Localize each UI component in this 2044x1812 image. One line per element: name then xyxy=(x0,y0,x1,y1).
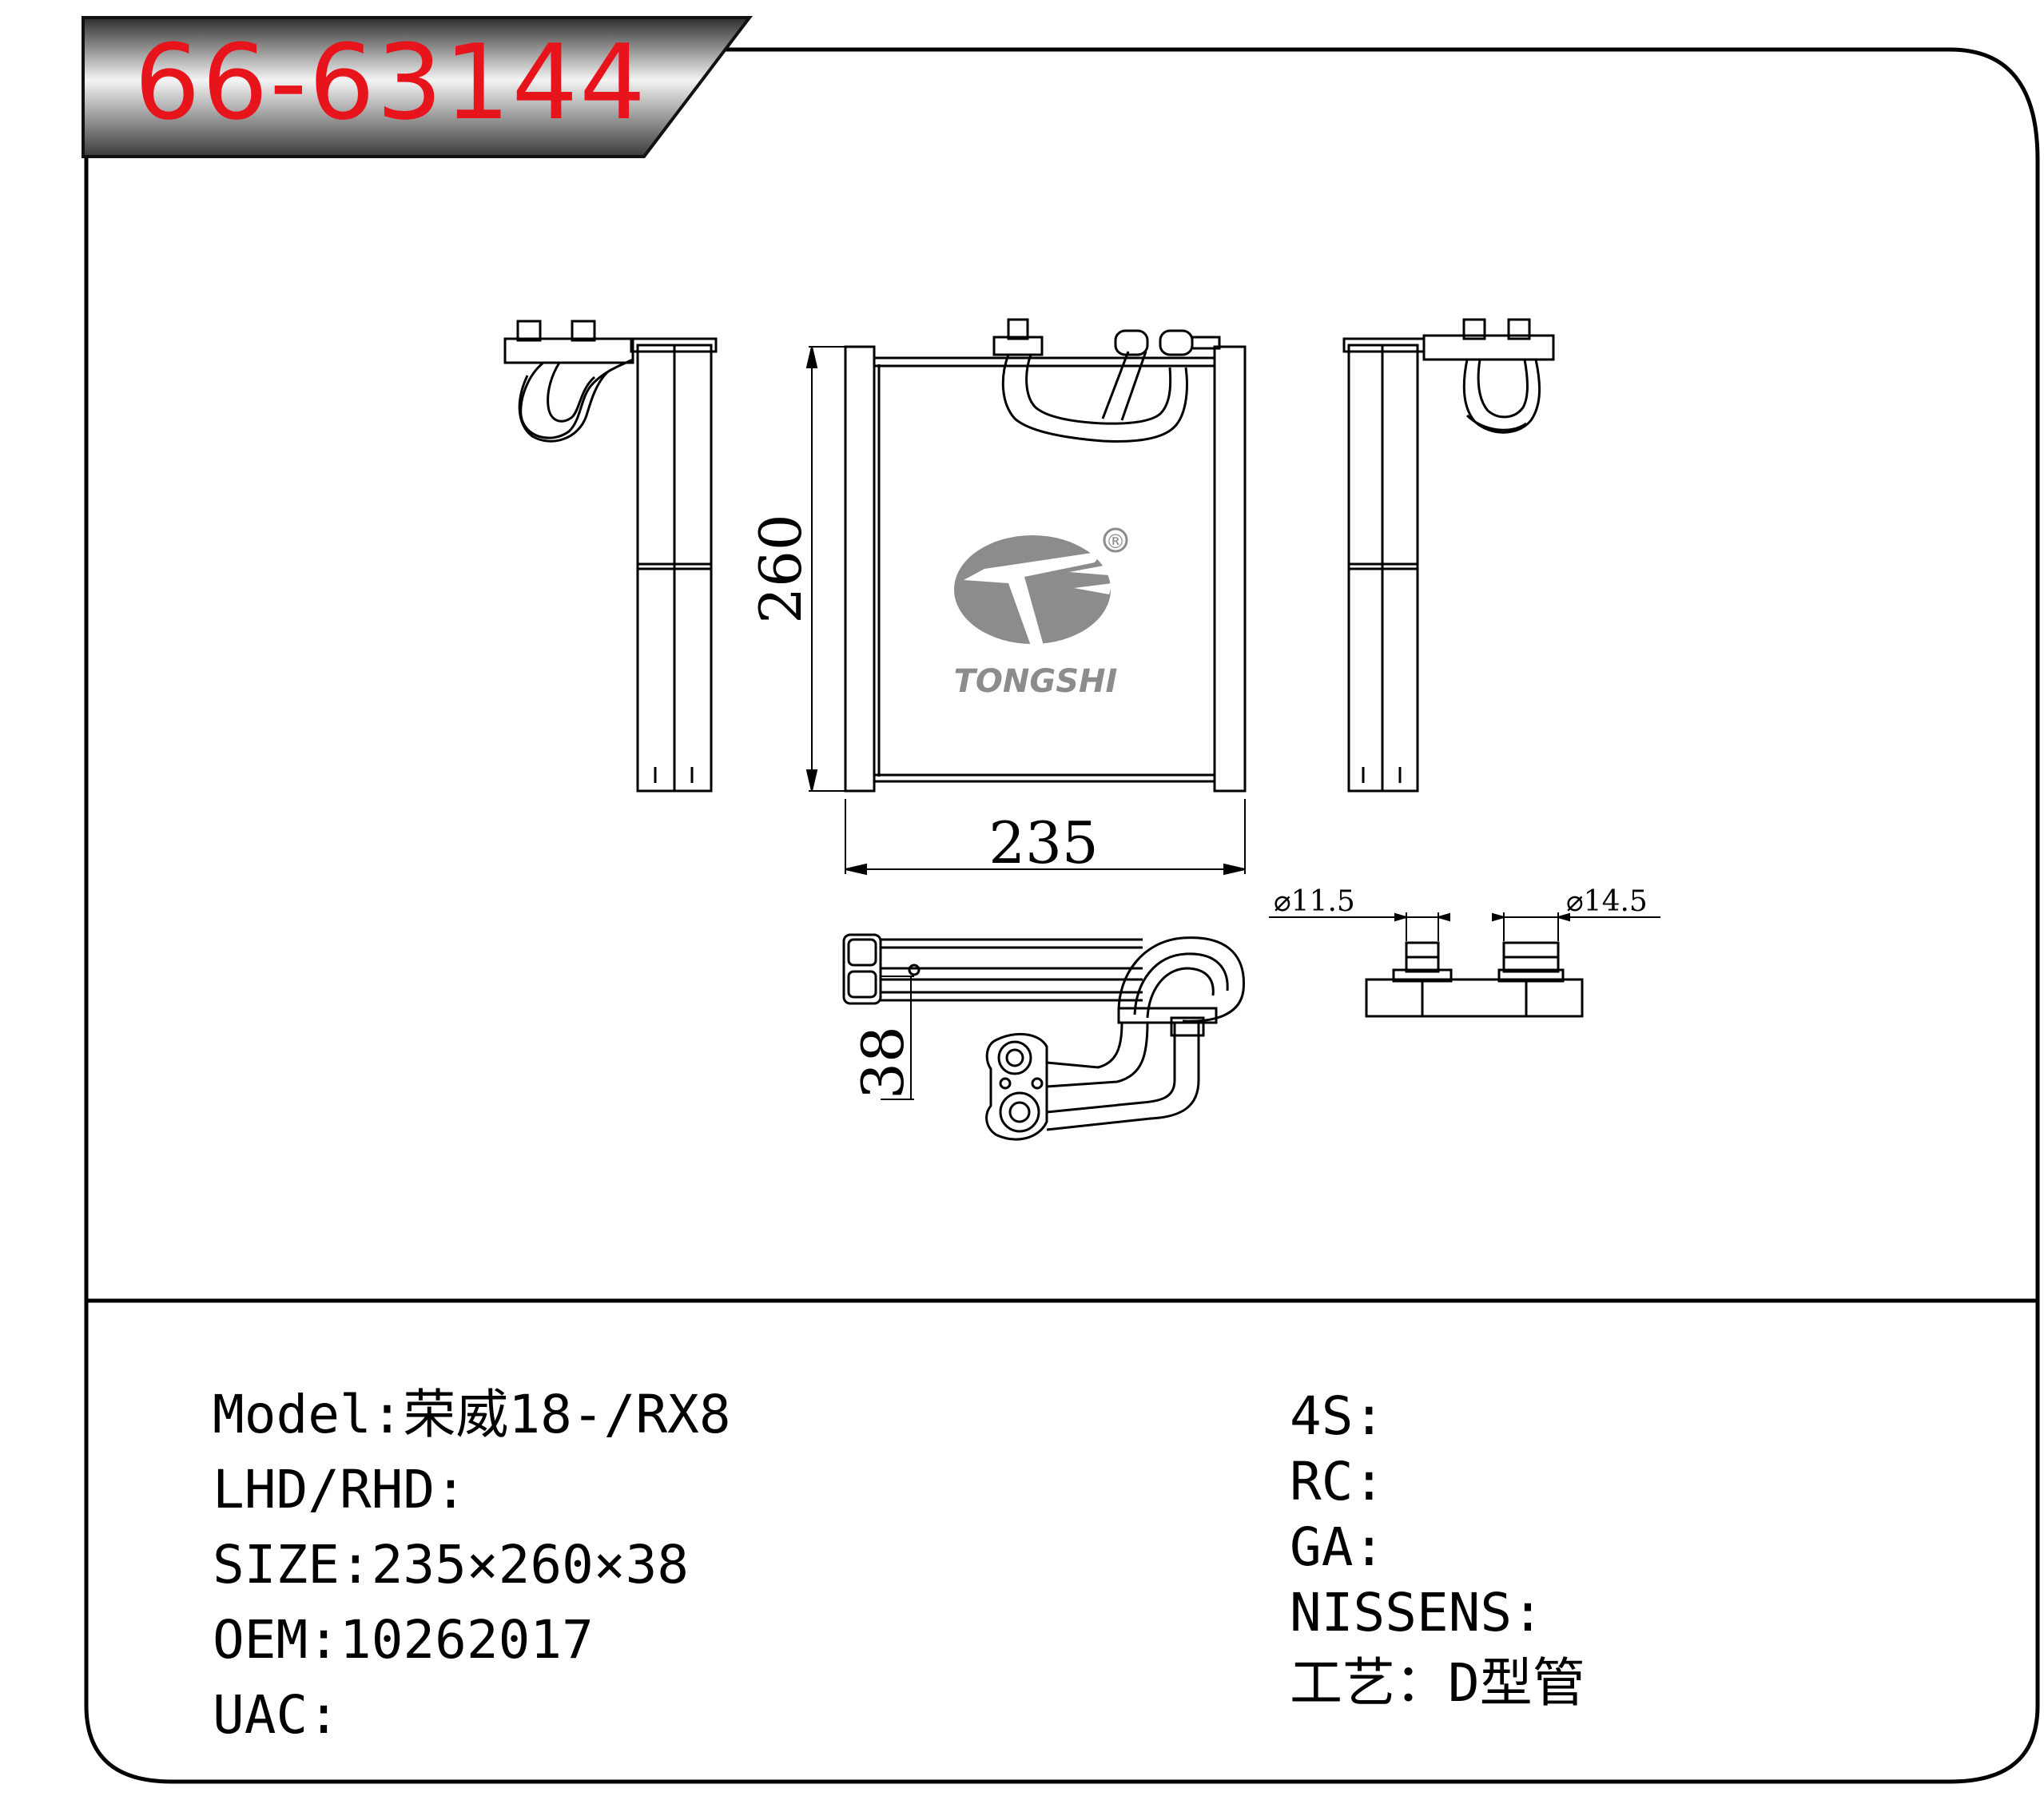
spec-rc: RC: xyxy=(1290,1456,1385,1508)
registered-mark-ring xyxy=(1103,527,1128,553)
width-dim-label: 235 xyxy=(988,809,1098,876)
spec-4s: 4S: xyxy=(1290,1390,1385,1443)
spec-value: D型管 xyxy=(1448,1652,1585,1714)
spec-oem: OEM:10262017 xyxy=(213,1614,594,1667)
spec-label: OEM: xyxy=(213,1609,340,1671)
side-view-left xyxy=(503,320,718,793)
spec-model: Model:荣威18-/RX8 xyxy=(213,1389,731,1441)
spec-label: 4S: xyxy=(1290,1385,1386,1447)
spec-label: 工艺： xyxy=(1290,1652,1448,1714)
tongshi-logo xyxy=(954,527,1128,646)
height-dim-label: 260 xyxy=(747,514,814,623)
width-dimension xyxy=(845,799,1246,876)
spec-label: RC: xyxy=(1290,1451,1386,1512)
height-dimension xyxy=(805,346,845,792)
depth-dim-label: 38 xyxy=(849,1026,917,1099)
depth-dimension xyxy=(881,976,914,1100)
spec-size: SIZE:235×260×38 xyxy=(213,1539,689,1591)
spec-nissens: NISSENS: xyxy=(1290,1587,1544,1639)
spec-process: 工艺：D型管 xyxy=(1290,1657,1585,1710)
front-view-core xyxy=(844,318,1247,793)
spec-label: GA: xyxy=(1290,1516,1386,1578)
spec-uac: UAC: xyxy=(213,1689,340,1742)
pipe-diameter-large-label: ⌀14.5 xyxy=(1566,885,1648,918)
pipe-diameter-small-label: ⌀11.5 xyxy=(1274,885,1355,918)
logo-brand-text: TONGSHI xyxy=(954,663,1118,700)
fitting-detail xyxy=(1365,941,1584,1018)
sheet-border xyxy=(84,47,2040,1784)
part-number-banner xyxy=(82,16,754,158)
spec-value: 10262017 xyxy=(339,1609,594,1671)
part-number: 66-63144 xyxy=(134,22,647,143)
spec-value: 235×260×38 xyxy=(371,1534,690,1595)
spec-label: SIZE: xyxy=(213,1534,372,1595)
side-view-right xyxy=(1342,318,1555,793)
fitting-dimension-lines xyxy=(1269,912,1660,941)
spec-ga: GA: xyxy=(1290,1521,1385,1574)
spec-value: 荣威18-/RX8 xyxy=(403,1384,731,1445)
spec-label: UAC: xyxy=(213,1684,340,1746)
top-view xyxy=(842,933,1245,1141)
spec-label: Model: xyxy=(213,1384,404,1445)
spec-lhd-rhd: LHD/RHD: xyxy=(213,1464,467,1516)
spec-label: NISSENS: xyxy=(1290,1582,1544,1643)
registered-mark: ® xyxy=(1106,530,1125,553)
spec-label: LHD/RHD: xyxy=(213,1459,467,1520)
